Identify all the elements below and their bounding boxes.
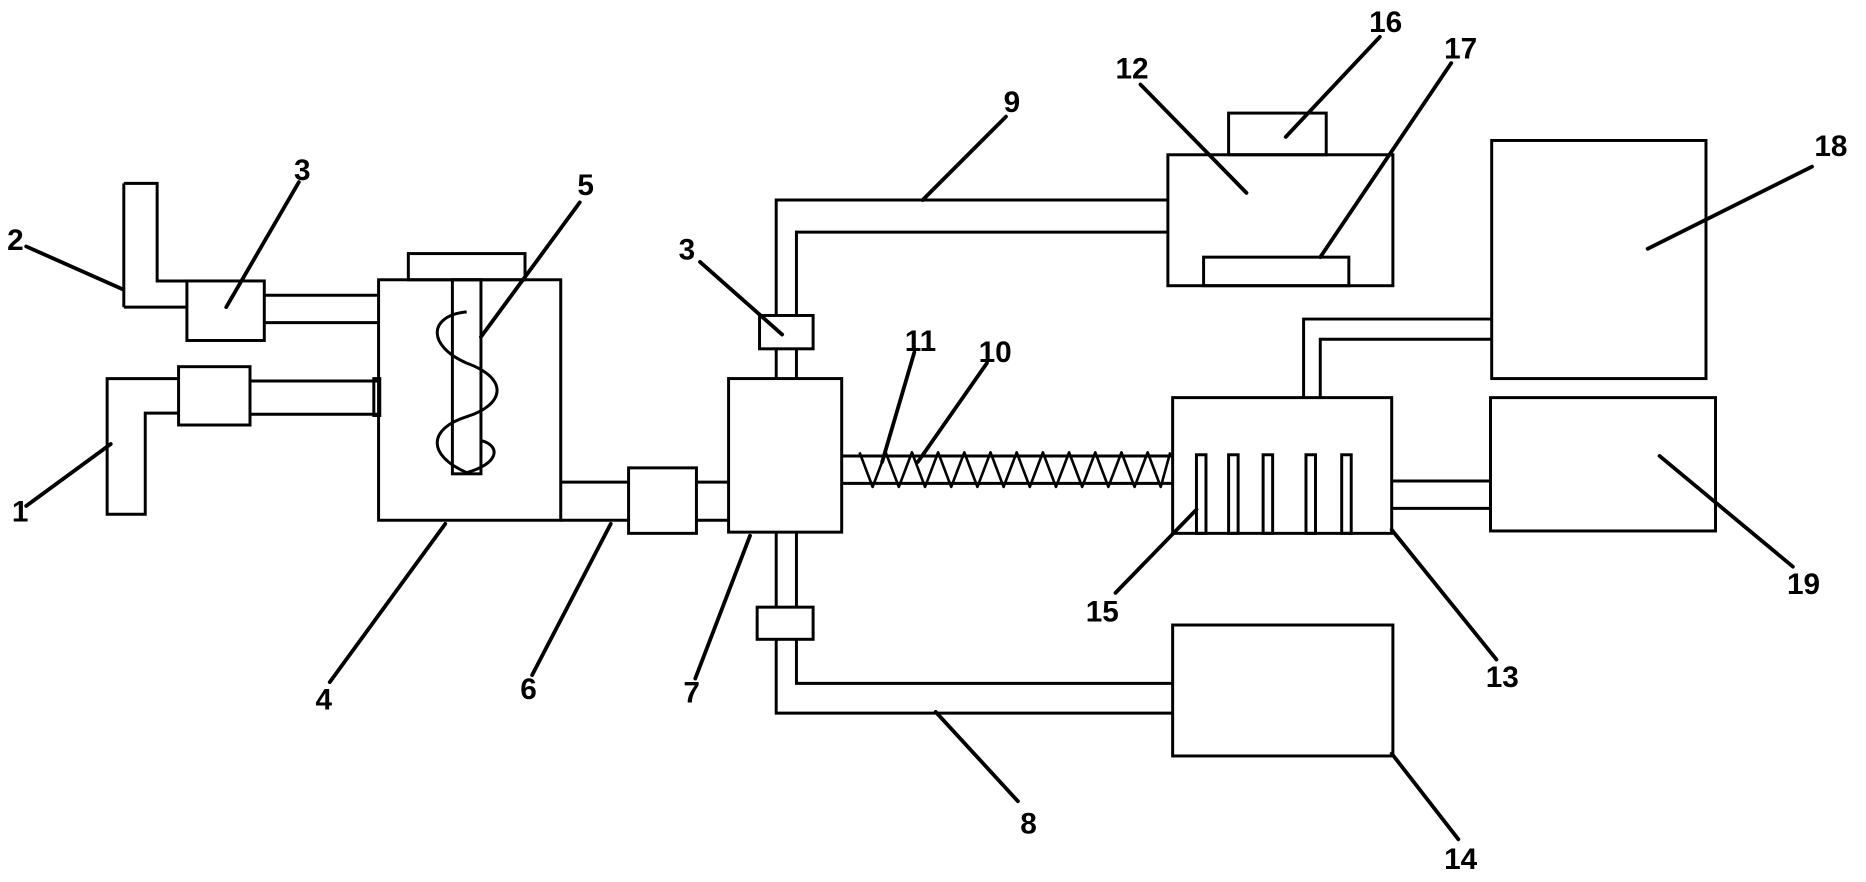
label-18: 18 <box>1814 130 1847 163</box>
label-3-upper-left: 3 <box>294 154 311 187</box>
valve-3-upper-left <box>185 279 266 342</box>
mixer-motor <box>406 252 527 282</box>
pipe-13-to-18-outer <box>1302 317 1492 398</box>
label-10: 10 <box>979 336 1012 369</box>
cap-16 <box>1227 111 1328 157</box>
leader-9 <box>920 114 1008 202</box>
label-8: 8 <box>1020 807 1037 840</box>
plate-15-2 <box>1227 453 1240 535</box>
pipe-9-outer <box>774 198 1168 316</box>
leader-6 <box>530 521 613 677</box>
label-17: 17 <box>1444 32 1477 65</box>
leader-15 <box>1113 507 1199 595</box>
leader-17 <box>1318 61 1454 260</box>
label-19: 19 <box>1787 568 1820 601</box>
label-3-center: 3 <box>679 234 696 267</box>
leader-19 <box>1657 454 1795 569</box>
leader-1 <box>24 442 113 508</box>
leader-2 <box>24 244 125 292</box>
valve-pipe-6 <box>627 466 698 535</box>
leader-16 <box>1283 35 1382 139</box>
leader-4 <box>327 521 448 685</box>
plate-15-4 <box>1304 453 1317 535</box>
plate-15-1 <box>1194 453 1208 535</box>
inlet-pipe-1 <box>105 377 179 516</box>
inlet-pipe-2 <box>123 181 187 309</box>
valve-pipe-8 <box>755 605 815 641</box>
stirrer-helix-5 <box>435 310 499 475</box>
label-1: 1 <box>12 495 29 528</box>
leader-7 <box>693 533 752 681</box>
box-18 <box>1490 138 1708 381</box>
valve-inlet-1 <box>177 365 252 427</box>
stirrer-shaft-5 <box>450 278 483 476</box>
box-12 <box>1166 153 1395 288</box>
element-17 <box>1202 255 1351 288</box>
pipe-13-to-18-inner <box>1318 337 1492 398</box>
leader-3a <box>224 180 301 310</box>
pipe-9-inner <box>794 230 1168 316</box>
pipe-8-outer <box>774 639 1173 715</box>
valve-3-pipe-9 <box>758 313 815 351</box>
leader-11 <box>880 350 917 464</box>
label-15: 15 <box>1086 595 1119 628</box>
label-13: 13 <box>1486 661 1519 694</box>
leader-3b <box>698 260 785 337</box>
heating-coil-11 <box>858 451 1172 489</box>
label-16: 16 <box>1369 6 1402 39</box>
pipe-8-inner <box>794 639 1173 685</box>
label-5: 5 <box>577 169 594 202</box>
label-4: 4 <box>315 684 332 717</box>
leader-13 <box>1389 527 1499 662</box>
mixer-tank-4 <box>377 278 563 522</box>
plate-15-5 <box>1340 453 1353 535</box>
reactor-7 <box>727 377 844 534</box>
leader-14 <box>1389 751 1461 842</box>
label-12: 12 <box>1115 53 1148 86</box>
label-14: 14 <box>1444 843 1478 876</box>
box-19 <box>1489 396 1717 533</box>
label-11: 11 <box>905 325 936 358</box>
leader-18 <box>1645 164 1814 251</box>
label-7: 7 <box>683 676 700 709</box>
leader-10 <box>915 361 989 464</box>
label-9: 9 <box>1004 86 1021 119</box>
label-2: 2 <box>7 224 24 257</box>
plate-15-3 <box>1261 453 1275 535</box>
leader-12 <box>1138 82 1249 195</box>
label-6: 6 <box>520 673 537 706</box>
leader-8 <box>933 710 1020 804</box>
box-13 <box>1171 396 1394 535</box>
leader-5 <box>479 200 582 339</box>
box-14 <box>1171 623 1395 758</box>
